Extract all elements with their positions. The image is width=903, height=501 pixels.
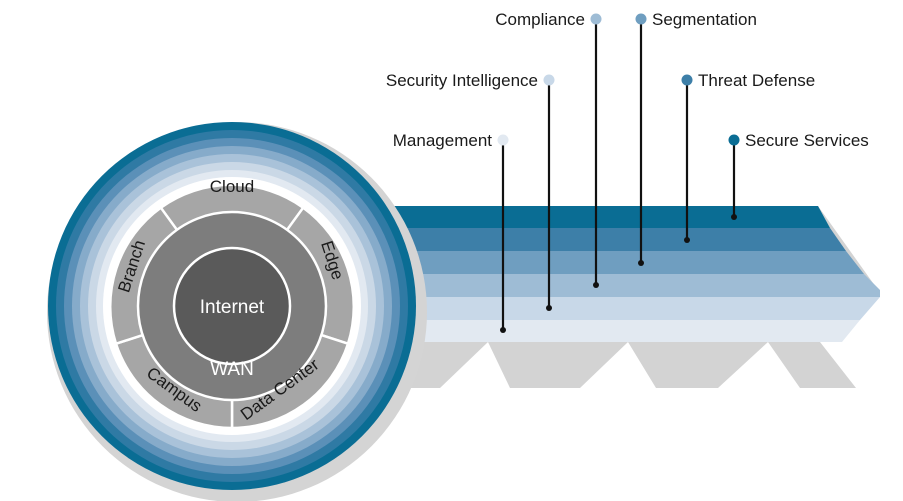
internet-core <box>172 246 292 366</box>
key-bow <box>47 122 427 501</box>
blade-layer-management <box>360 320 860 342</box>
layer-label-segmentation: Segmentation <box>652 10 757 29</box>
marker-security-intelligence <box>543 74 555 86</box>
internet-label: Internet <box>200 297 265 318</box>
marker-segmentation <box>635 13 647 25</box>
marker-secure-services <box>728 134 740 146</box>
callout-end-dots <box>500 214 737 333</box>
blade-layer-threat-defense <box>360 228 846 251</box>
marker-threat-defense <box>681 74 693 86</box>
blade-layer-compliance <box>360 274 880 297</box>
layer-label-compliance: Compliance <box>495 10 585 29</box>
callout-marker-dots <box>497 13 740 146</box>
blade-layer-security-intelligence <box>360 297 880 320</box>
layer-label-threat-defense: Threat Defense <box>698 71 815 90</box>
wan-label: WAN <box>210 359 254 380</box>
segment-label-cloud: Cloud <box>210 177 254 196</box>
key-blade <box>360 206 880 342</box>
marker-compliance <box>590 13 602 25</box>
callouts <box>501 19 736 330</box>
layer-label-security-intelligence: Security Intelligence <box>386 71 538 90</box>
blade-layer-segmentation <box>360 251 864 274</box>
marker-management <box>497 134 509 146</box>
layer-label-management: Management <box>393 131 493 150</box>
layer-label-secure-services: Secure Services <box>745 131 869 150</box>
